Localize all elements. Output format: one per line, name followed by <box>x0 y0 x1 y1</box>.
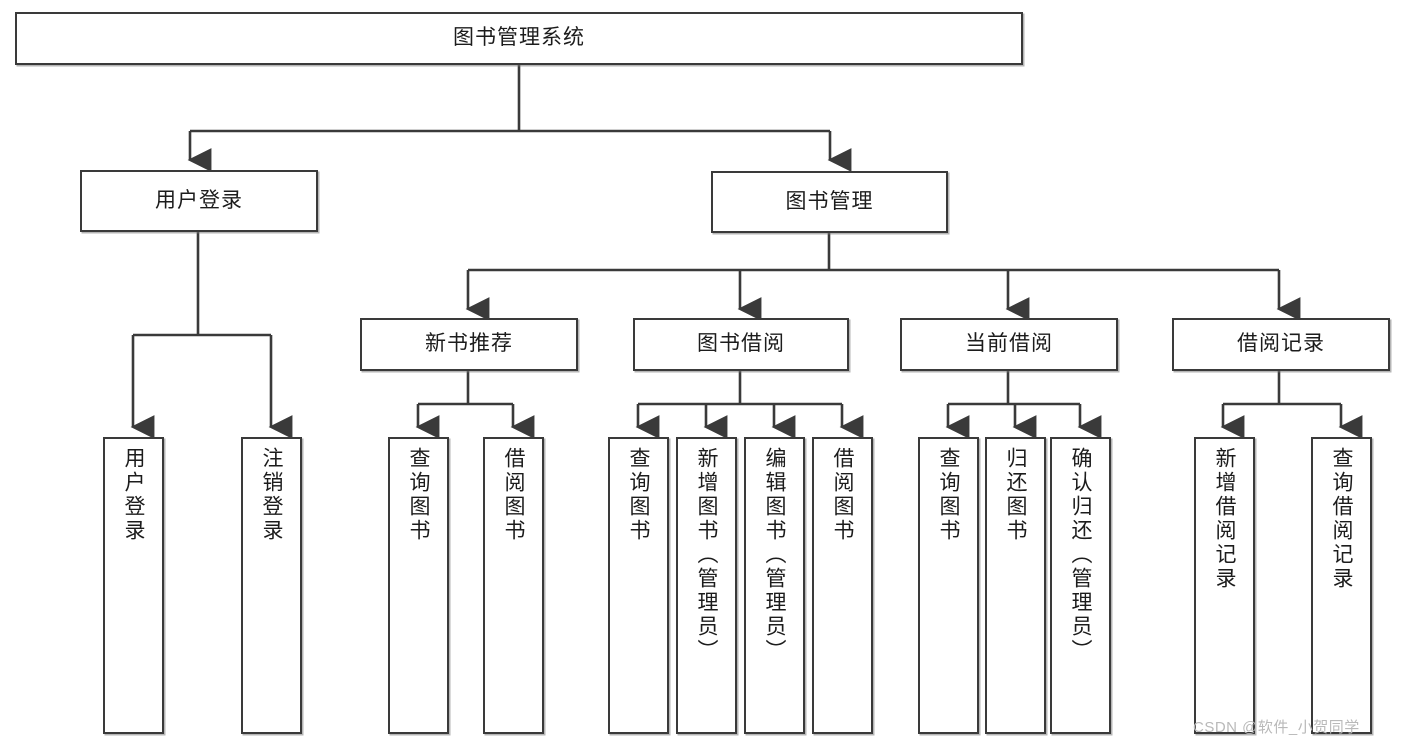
leaf-query-book-current[interactable]: 查询图书 <box>918 437 979 734</box>
node-label: 注销登录 <box>260 447 283 543</box>
node-label: 当前借阅 <box>965 332 1053 356</box>
node-new-book-recommend[interactable]: 新书推荐 <box>360 318 578 371</box>
node-label: 查询图书 <box>937 447 960 543</box>
node-label: 新书推荐 <box>425 332 513 356</box>
node-root-book-system[interactable]: 图书管理系统 <box>15 12 1023 65</box>
node-label: 查询图书 <box>627 447 650 543</box>
node-borrow-record[interactable]: 借阅记录 <box>1172 318 1390 371</box>
leaf-query-book-recommend[interactable]: 查询图书 <box>388 437 449 734</box>
node-label: 编辑图书（管理员） <box>763 447 786 663</box>
leaf-logout[interactable]: 注销登录 <box>241 437 302 734</box>
node-label: 新增图书（管理员） <box>695 447 718 663</box>
leaf-return-book[interactable]: 归还图书 <box>985 437 1046 734</box>
node-label: 用户登录 <box>122 447 145 543</box>
node-label: 图书管理系统 <box>453 26 585 50</box>
node-label: 借阅图书 <box>502 447 525 543</box>
node-label: 图书管理 <box>785 189 874 213</box>
node-label: 借阅图书 <box>831 447 854 543</box>
node-user-login[interactable]: 用户登录 <box>80 170 318 232</box>
node-current-borrow[interactable]: 当前借阅 <box>900 318 1118 371</box>
node-label: 用户登录 <box>155 188 243 212</box>
csdn-watermark: CSDN @软件_小贺同学 <box>1193 719 1360 736</box>
node-label: 查询借阅记录 <box>1330 447 1353 591</box>
node-label: 借阅记录 <box>1237 332 1325 356</box>
node-label: 图书借阅 <box>697 332 785 356</box>
leaf-add-book-admin[interactable]: 新增图书（管理员） <box>676 437 737 734</box>
leaf-borrow-book-recommend[interactable]: 借阅图书 <box>483 437 544 734</box>
leaf-user-login[interactable]: 用户登录 <box>103 437 164 734</box>
node-label: 确认归还（管理员） <box>1069 447 1092 663</box>
node-book-manage[interactable]: 图书管理 <box>711 171 948 233</box>
leaf-query-book-borrow[interactable]: 查询图书 <box>608 437 669 734</box>
node-label: 新增借阅记录 <box>1213 447 1236 591</box>
leaf-query-borrow-record[interactable]: 查询借阅记录 <box>1311 437 1372 734</box>
leaf-edit-book-admin[interactable]: 编辑图书（管理员） <box>744 437 805 734</box>
leaf-borrow-book[interactable]: 借阅图书 <box>812 437 873 734</box>
leaf-add-borrow-record[interactable]: 新增借阅记录 <box>1194 437 1255 734</box>
node-label: 归还图书 <box>1004 447 1027 543</box>
node-book-borrow[interactable]: 图书借阅 <box>633 318 849 371</box>
leaf-confirm-return-admin[interactable]: 确认归还（管理员） <box>1050 437 1111 734</box>
node-label: 查询图书 <box>407 447 430 543</box>
